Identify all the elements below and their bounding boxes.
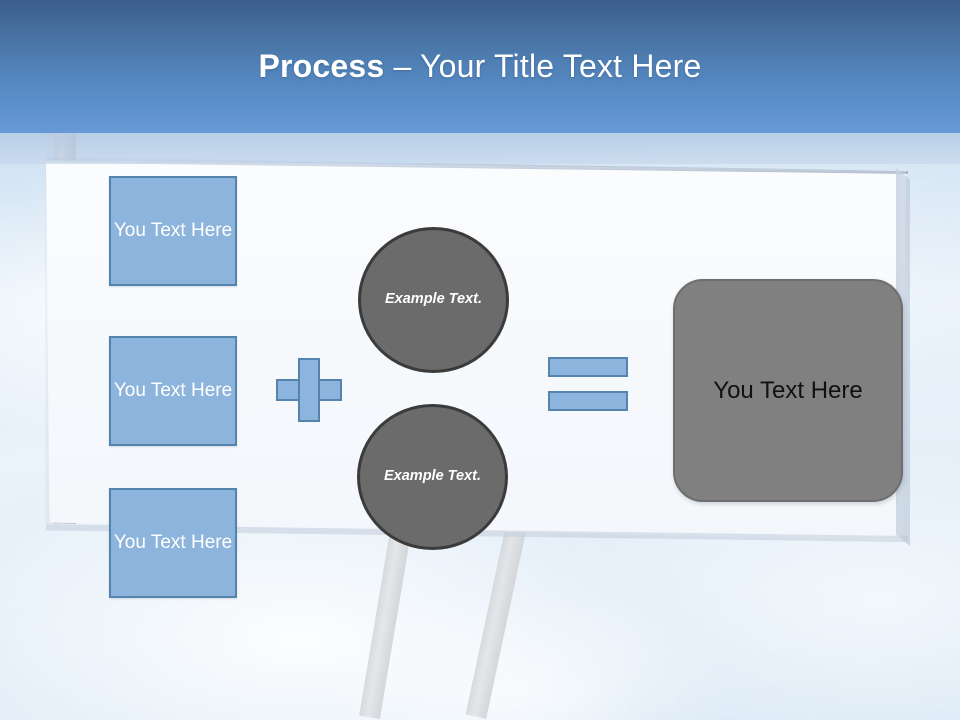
- example-circle-1-label: Example Text.: [385, 291, 482, 308]
- input-box-1-label: You Text Here: [113, 220, 233, 242]
- equals-icon-top-bar: [548, 357, 628, 377]
- equals-icon-bottom-bar: [548, 391, 628, 411]
- example-circle-1[interactable]: Example Text.: [358, 227, 509, 373]
- page-title: Process – Your Title Text Here: [258, 48, 701, 85]
- plus-icon: [276, 358, 342, 422]
- equals-icon: [548, 357, 628, 411]
- page-title-emphasis: Process: [258, 48, 385, 84]
- result-box-label: You Text Here: [713, 376, 863, 404]
- input-box-1[interactable]: You Text Here: [109, 176, 237, 286]
- example-circle-2-label: Example Text.: [384, 468, 481, 485]
- input-box-2[interactable]: You Text Here: [109, 336, 237, 446]
- header-glass-band: [0, 133, 960, 164]
- input-box-3-label: You Text Here: [113, 532, 233, 554]
- plus-icon-center-patch: [300, 381, 318, 399]
- input-box-3[interactable]: You Text Here: [109, 488, 237, 598]
- result-box[interactable]: You Text Here: [673, 279, 903, 502]
- slide-header: Process – Your Title Text Here: [0, 0, 960, 133]
- input-box-2-label: You Text Here: [113, 380, 233, 402]
- example-circle-2[interactable]: Example Text.: [357, 404, 508, 550]
- page-title-rest: – Your Title Text Here: [384, 48, 702, 84]
